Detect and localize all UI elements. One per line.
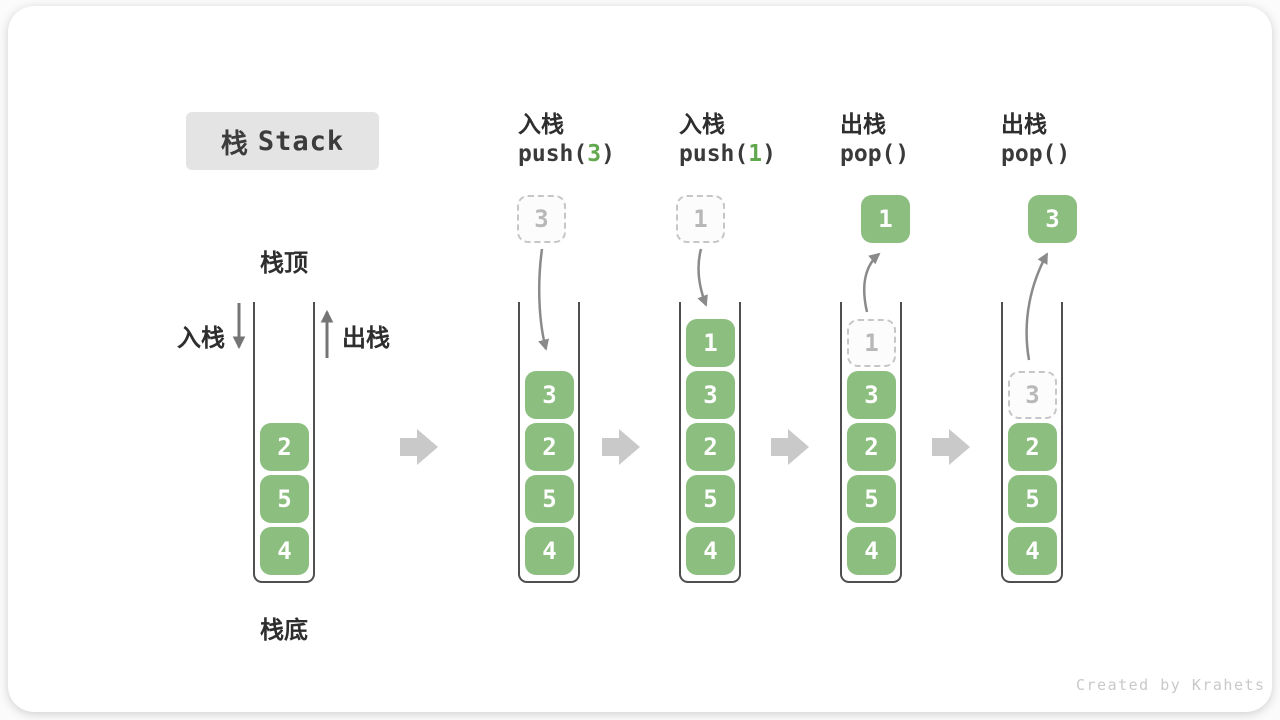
watermark: Created by Krahets <box>1076 676 1266 694</box>
stack-cell: 4 <box>1008 527 1057 575</box>
stack-cell: 5 <box>525 475 574 523</box>
floating-ghost-cell-push-1: 1 <box>676 195 725 243</box>
stack-cell: 3 <box>525 371 574 419</box>
op-code-post: ) <box>762 141 776 167</box>
push-side-label: 入栈 <box>177 324 225 352</box>
stack-cell: 2 <box>1008 423 1057 471</box>
floating-solid-cell-pop-1: 1 <box>861 195 910 243</box>
op-code-pre: pop() <box>840 141 910 167</box>
stack-bottom-label: 栈底 <box>260 616 308 644</box>
op-label-code-push-1: push(1) <box>679 141 776 167</box>
op-code-pre: push( <box>518 141 588 167</box>
stack-cell: 1 <box>686 319 735 367</box>
stack-cell: 2 <box>686 423 735 471</box>
title-cjk: 栈 <box>220 128 248 160</box>
op-label-cn-push-1: 入栈 <box>679 112 725 138</box>
op-code-arg: 1 <box>748 141 763 167</box>
stack-cell: 4 <box>260 527 309 575</box>
op-label-cn-push-3: 入栈 <box>518 112 564 138</box>
stack-cell: 2 <box>260 423 309 471</box>
stack-cell: 4 <box>686 527 735 575</box>
op-label-code-push-3: push(3) <box>518 141 615 167</box>
popped-ghost-cell-pop-1: 1 <box>847 319 896 367</box>
op-code-pre: push( <box>679 141 749 167</box>
stack-cell: 4 <box>847 527 896 575</box>
op-code-pre: pop() <box>1001 141 1071 167</box>
stack-cell: 2 <box>525 423 574 471</box>
stack-cell: 5 <box>1008 475 1057 523</box>
stack-cell: 2 <box>847 423 896 471</box>
op-code-post: ) <box>601 141 615 167</box>
stack-cell: 5 <box>686 475 735 523</box>
popped-ghost-cell-pop-3: 3 <box>1008 371 1057 419</box>
stack-cell: 3 <box>847 371 896 419</box>
op-label-cn-pop-1: 出栈 <box>840 112 886 138</box>
stack-cell: 4 <box>525 527 574 575</box>
op-label-cn-pop-3: 出栈 <box>1001 112 1047 138</box>
op-label-code-pop-3: pop() <box>1001 141 1070 167</box>
op-label-code-pop-1: pop() <box>840 141 909 167</box>
pop-side-label: 出栈 <box>342 324 390 352</box>
op-code-arg: 3 <box>587 141 602 167</box>
title-en: Stack <box>257 125 345 157</box>
stack-cell: 5 <box>260 475 309 523</box>
diagram-title-box: 栈 Stack <box>186 112 379 170</box>
floating-ghost-cell-push-3: 3 <box>517 195 566 243</box>
stack-cell: 5 <box>847 475 896 523</box>
stack-top-label: 栈顶 <box>260 249 308 277</box>
stack-cell: 3 <box>686 371 735 419</box>
floating-solid-cell-pop-3: 3 <box>1028 195 1077 243</box>
